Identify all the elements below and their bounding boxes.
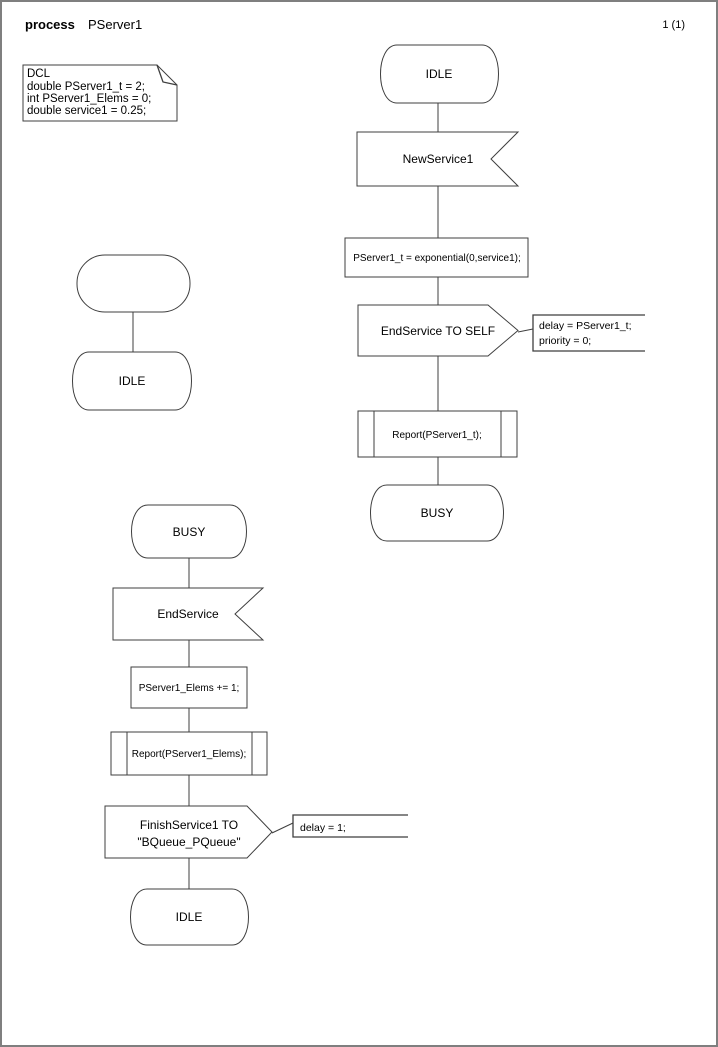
start-symbol[interactable] bbox=[76, 254, 191, 313]
state-idle-top[interactable]: IDLE bbox=[380, 44, 499, 104]
output-finishservice1[interactable]: FinishService1 TO "BQueue_PQueue" bbox=[104, 805, 273, 859]
state-symbol-shape bbox=[380, 44, 499, 104]
comment-symbol-shape bbox=[532, 314, 645, 352]
text-symbol-shape bbox=[22, 64, 178, 122]
state-idle-initial[interactable]: IDLE bbox=[72, 351, 192, 411]
state-busy-top[interactable]: BUSY bbox=[131, 504, 247, 559]
start-symbol-shape bbox=[76, 254, 191, 313]
input-label: EndService bbox=[157, 607, 219, 621]
dcl-line: double PServer1_t = 2; bbox=[27, 81, 145, 93]
comment-delay-1[interactable]: delay = 1; bbox=[292, 814, 408, 838]
diagram-title: PServer1 bbox=[88, 17, 142, 32]
input-newservice1[interactable]: NewService1 bbox=[356, 131, 520, 187]
state-label: IDLE bbox=[119, 374, 146, 388]
state-label: BUSY bbox=[421, 506, 454, 520]
output-label: EndService TO SELF bbox=[381, 324, 495, 338]
input-symbol-shape bbox=[112, 587, 265, 641]
state-idle-final[interactable]: IDLE bbox=[130, 888, 249, 946]
task-label: PServer1_Elems += 1; bbox=[139, 683, 240, 694]
procedure-report-elems[interactable]: Report(PServer1_Elems); bbox=[110, 731, 268, 776]
input-endservice[interactable]: EndService bbox=[112, 587, 265, 641]
dcl-line: int PServer1_Elems = 0; bbox=[27, 93, 151, 105]
flow-lines bbox=[132, 103, 534, 889]
state-label: IDLE bbox=[426, 67, 453, 81]
state-busy-next[interactable]: BUSY bbox=[370, 484, 504, 542]
output-label-line2: "BQueue_PQueue" bbox=[137, 835, 240, 849]
dcl-text-symbol[interactable]: DCL double PServer1_t = 2; int PServer1_… bbox=[22, 64, 178, 122]
state-symbol-shape bbox=[370, 484, 504, 542]
input-symbol-shape bbox=[356, 131, 520, 187]
procedure-symbol-shape bbox=[357, 410, 518, 458]
diagram-kind-label: process bbox=[25, 17, 75, 32]
output-symbol-shape bbox=[357, 304, 519, 357]
task-symbol-shape bbox=[130, 666, 248, 709]
page-number: 1 (1) bbox=[662, 19, 685, 31]
task-symbol-shape bbox=[344, 237, 529, 278]
procedure-report-pserver1-t[interactable]: Report(PServer1_t); bbox=[357, 410, 518, 458]
state-label: IDLE bbox=[176, 910, 203, 924]
task-label: PServer1_t = exponential(0,service1); bbox=[353, 253, 521, 264]
state-symbol-shape bbox=[131, 504, 247, 559]
dcl-line: double service1 = 0.25; bbox=[27, 105, 146, 117]
state-symbol-shape bbox=[130, 888, 249, 946]
comment-line: delay = PServer1_t; bbox=[539, 320, 632, 332]
state-label: BUSY bbox=[173, 525, 206, 539]
procedure-label: Report(PServer1_t); bbox=[392, 430, 481, 441]
comment-line: delay = 1; bbox=[300, 822, 346, 834]
input-label: NewService1 bbox=[403, 152, 474, 166]
comment-delay-priority[interactable]: delay = PServer1_t; priority = 0; bbox=[532, 314, 645, 352]
comment-link-line bbox=[517, 328, 534, 333]
task-exponential[interactable]: PServer1_t = exponential(0,service1); bbox=[344, 237, 529, 278]
output-label-line1: FinishService1 TO bbox=[140, 818, 238, 832]
procedure-symbol-shape bbox=[110, 731, 268, 776]
comment-symbol-shape bbox=[292, 814, 408, 838]
output-endservice-to-self[interactable]: EndService TO SELF bbox=[357, 304, 519, 357]
comment-line: priority = 0; bbox=[539, 335, 591, 347]
output-symbol-shape bbox=[104, 805, 273, 859]
folded-corner-icon bbox=[156, 64, 178, 86]
procedure-label: Report(PServer1_Elems); bbox=[132, 749, 246, 760]
dcl-line: DCL bbox=[27, 68, 51, 80]
comment-link-line bbox=[271, 822, 294, 834]
task-increment-elems[interactable]: PServer1_Elems += 1; bbox=[130, 666, 248, 709]
state-symbol-shape bbox=[72, 351, 192, 411]
